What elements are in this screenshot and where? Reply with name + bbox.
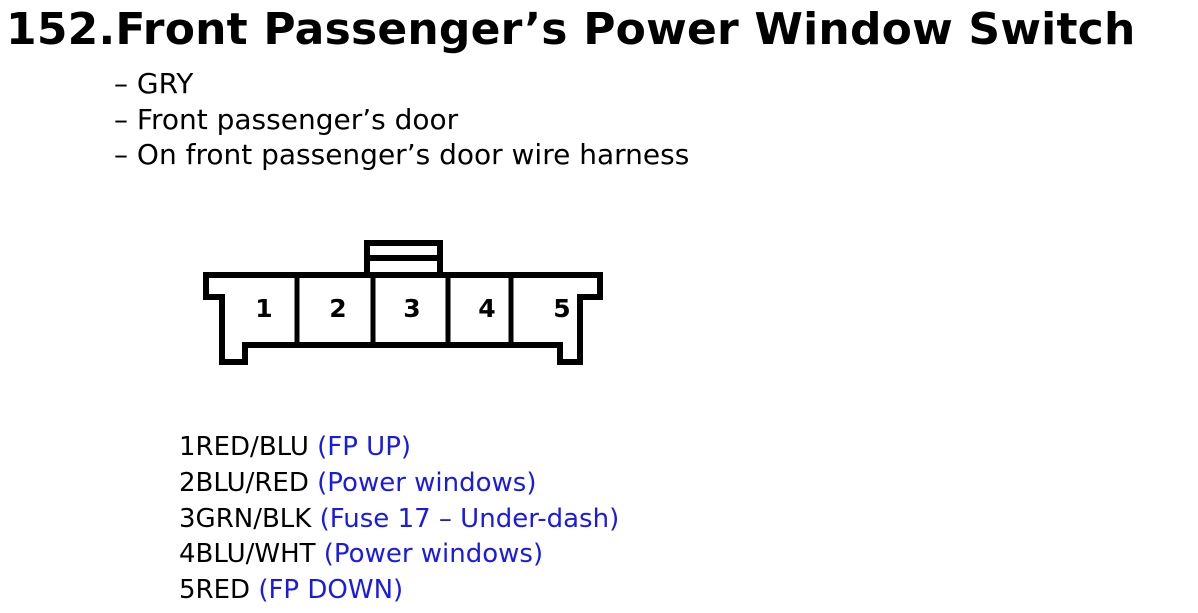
pin-function: (Power windows) bbox=[317, 467, 537, 498]
pin-number-4: 4 bbox=[478, 294, 495, 323]
pin-function: (FP UP) bbox=[317, 432, 412, 462]
pin-number-1: 1 bbox=[255, 294, 272, 323]
pin-function: (FP DOWN) bbox=[258, 575, 404, 606]
pin-wire-color: 5RED bbox=[179, 575, 251, 606]
pin-function: (Power windows) bbox=[323, 539, 544, 570]
connector-harness-detail: – On front passenger’s door wire harness bbox=[114, 138, 690, 171]
pin-dividers bbox=[294, 275, 514, 345]
connector-lock-tab bbox=[364, 240, 443, 276]
pin-number-5: 5 bbox=[553, 294, 570, 323]
pin-function: (Fuse 17 – Under-dash) bbox=[319, 503, 620, 534]
connector-details-list: – GRY – Front passenger’s door – On fron… bbox=[114, 66, 689, 173]
pin-wire-color: 3GRN/BLK bbox=[179, 503, 312, 534]
connector-location-detail: – Front passenger’s door bbox=[114, 102, 459, 136]
connector-housing-outline bbox=[203, 272, 603, 365]
pin-row: 4BLU/WHT (Power windows) bbox=[179, 537, 619, 573]
pin-row: 2BLU/RED (Power windows) bbox=[179, 466, 619, 502]
pin-wire-color: 1RED/BLU bbox=[179, 432, 309, 462]
pin-row: 5RED (FP DOWN) bbox=[179, 573, 619, 609]
pin-row: 3GRN/BLK (Fuse 17 – Under-dash) bbox=[179, 502, 619, 538]
pin-wire-color: 2BLU/RED bbox=[179, 467, 309, 498]
pin-wire-color: 4BLU/WHT bbox=[179, 539, 316, 570]
pin-assignment-list: 1RED/BLU (FP UP) 2BLU/RED (Power windows… bbox=[179, 430, 619, 609]
connector-color-detail: – GRY bbox=[114, 67, 194, 100]
pin-number-3: 3 bbox=[403, 294, 420, 323]
pin-row: 1RED/BLU (FP UP) bbox=[179, 430, 619, 466]
pin-number-2: 2 bbox=[329, 294, 346, 323]
page-title: 152.Front Passenger’s Power Window Switc… bbox=[6, 4, 1136, 55]
